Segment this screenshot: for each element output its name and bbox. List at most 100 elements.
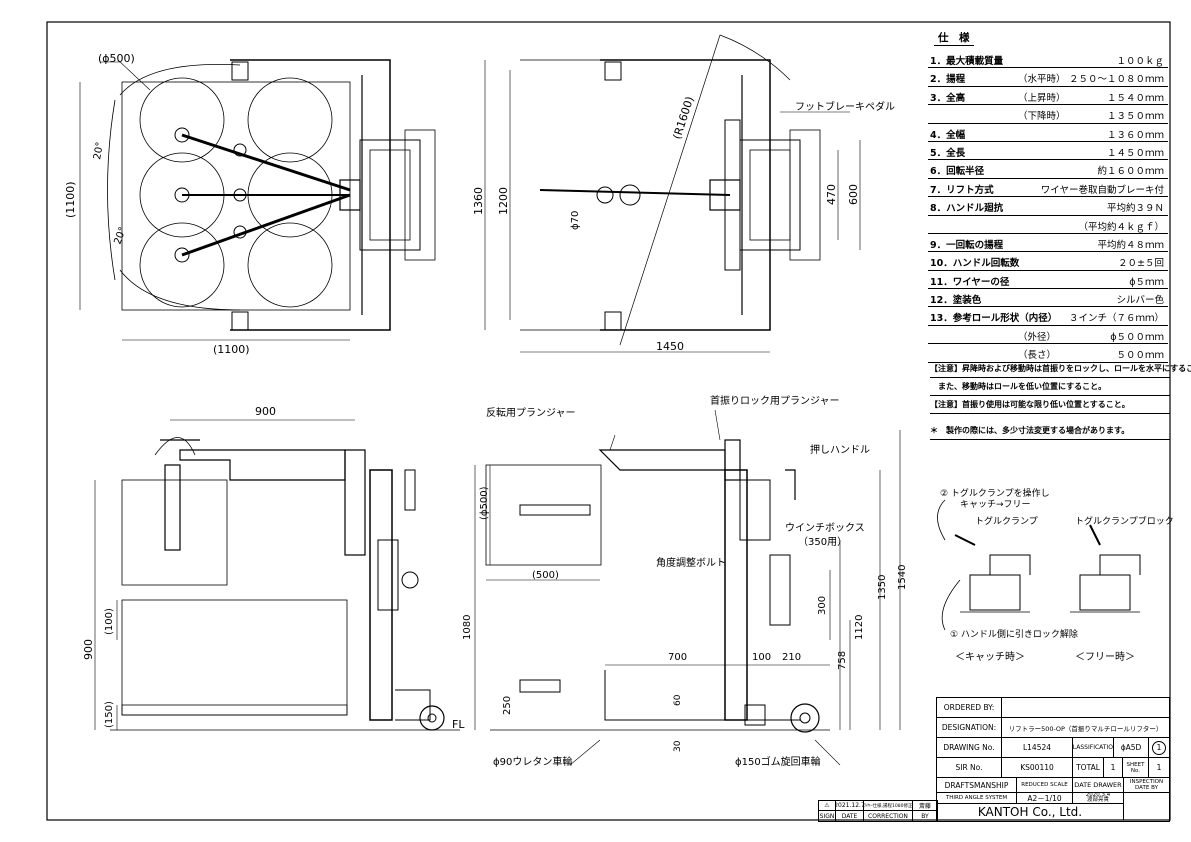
- spec-row: 6．回転半径約１６００ｍｍ: [928, 160, 1168, 179]
- date-value: 2020.3.4: [1085, 793, 1111, 798]
- sir-no-label: SIR No.: [937, 758, 1002, 778]
- dim-1080: 1080: [462, 615, 473, 640]
- top-view-base-frame: [484, 34, 861, 353]
- sheet-no-value: 1: [1149, 758, 1169, 778]
- spec-item-value: ϕ５ｍｍ: [1129, 276, 1164, 288]
- dim-roll-dia-top: (ϕ500): [98, 52, 135, 65]
- ordered-by-label: ORDERED BY:: [937, 698, 1002, 718]
- drawing-no-value: L14524: [1002, 738, 1073, 758]
- spec-row: （下降時）１３５０ｍｍ: [928, 105, 1168, 124]
- spec-item-condition: （上昇時）: [1018, 92, 1066, 104]
- spec-item-value: １３６０ｍｍ: [1106, 129, 1164, 141]
- dim-150: (150): [104, 701, 115, 728]
- spec-item-name: 4．全幅: [930, 129, 966, 141]
- spec-item-name: 12．塗装色: [930, 295, 982, 307]
- spec-row: 8．ハンドル廻抗 平均約３９Ｎ: [928, 197, 1168, 216]
- clamp-label: トグルクランプ: [975, 515, 1038, 527]
- dim-radius: (R1600): [670, 95, 696, 141]
- spec-row: （平均約４ｋｇｆ）: [928, 216, 1168, 234]
- spec-item-value: １５４０ｍｍ: [1106, 92, 1164, 104]
- top-view-roll-frame: [79, 59, 436, 341]
- spec-item-value: １００ｋｇ: [1116, 56, 1164, 67]
- spec-item-value: ５００ｍｍ: [1116, 350, 1164, 362]
- label-wheel-front: ϕ90ウレタン車輪: [493, 755, 572, 768]
- label-angle-bolt: 角度調整ボルト: [656, 556, 726, 569]
- spec-item-name: 2．揚程: [930, 74, 966, 86]
- inspection-label: INSPECTION DATE BY: [1124, 778, 1169, 793]
- dim-shaft-70: ϕ70: [570, 211, 581, 230]
- date-drawer-label: DATE DRAWER: [1073, 778, 1124, 793]
- dim-60: 60: [673, 694, 683, 706]
- spec-row: 4．全幅 １３６０ｍｍ: [928, 124, 1168, 142]
- side-view-right: [474, 409, 901, 766]
- drawer-value: 渡部亮貴: [1086, 797, 1109, 803]
- spec-item-value: ２０±５回: [1118, 258, 1164, 270]
- spec-item-value: 平均約３９Ｎ: [1106, 203, 1164, 215]
- spec-row: 7．リフト方式ワイヤー巻取自動ブレーキ付: [928, 179, 1168, 198]
- label-flip-plunger: 反転用プランジャー: [486, 407, 576, 419]
- spec-item-condition: （外径）: [1018, 331, 1057, 343]
- draftsmanship-label: DRAFTSMANSHIP: [937, 778, 1017, 793]
- dim-758: 758: [837, 651, 848, 670]
- label-winch-box: ウインチボックス: [785, 522, 865, 534]
- sheet-circle-number: 1: [1152, 740, 1166, 755]
- rev-correction-header: CORRECTION: [864, 811, 913, 821]
- note-2: また、移動時はロールを低い位置にすること。: [930, 378, 1170, 396]
- dim-100b: 100: [752, 652, 771, 663]
- spec-item-name: 6．回転半径: [930, 166, 985, 178]
- designation-value: リフトラー500-OP（首振りマルチロールリフター）: [1002, 718, 1169, 738]
- rev-sign: ⚠: [819, 801, 836, 811]
- dim-roll-len: (500): [532, 570, 559, 581]
- note-3: 【注意】首振り使用は可能な限り低い位置とすること。: [930, 396, 1170, 414]
- notes: 【注意】昇降時および移動時は首振りをロックし、ロールを水平にすること。 また、移…: [930, 360, 1191, 440]
- clamp-block-label: トグルクランプブロック: [1075, 515, 1174, 527]
- label-push-handle: 押しハンドル: [810, 443, 870, 456]
- dim-250: 250: [502, 696, 513, 715]
- dim-30: 30: [673, 740, 683, 752]
- spec-row: （外径） ϕ５００ｍｍ: [928, 326, 1168, 345]
- dim-1540: 1540: [897, 565, 908, 590]
- dim-1350: 1350: [877, 575, 888, 600]
- drawing-no-label: DRAWING No.: [937, 738, 1002, 758]
- label-fl: FL: [452, 718, 465, 731]
- dim-width-1100: (1100): [213, 343, 250, 356]
- company-name: KANTOH Co., Ltd.: [937, 804, 1124, 820]
- spec-item-value: ϕ５００ｍｍ: [1110, 331, 1164, 343]
- dim-roll-dia-side: (ϕ500): [479, 486, 490, 520]
- system-label: THIRD ANGLE SYSTEM: [937, 793, 1017, 804]
- spec-item-condition: （水平時）: [1018, 74, 1066, 86]
- dim-angle-20a: 20°: [92, 141, 106, 160]
- drawing-border: [46, 21, 1171, 821]
- label-winch-size: （350用）: [798, 536, 847, 548]
- spec-item-condition: （長さ）: [1018, 350, 1057, 362]
- spec-item-name: 5．全長: [930, 147, 966, 159]
- spec-title: 仕 様: [934, 30, 974, 46]
- reduced-scale-label: REDUCED SCALE: [1017, 778, 1073, 793]
- clamp-step2: ② トグルクランプを操作し: [940, 487, 1050, 499]
- spec-row: （長さ） ５００ｍｍ: [928, 344, 1168, 363]
- dim-100: (100): [104, 608, 115, 635]
- dim-1120: 1120: [854, 615, 865, 640]
- dim-600: 600: [847, 184, 860, 205]
- rev-correction: ﾜｲﾔｰ仕様,揚程1080修正: [864, 801, 913, 811]
- dim-reach-900: 900: [255, 405, 276, 418]
- sheet-circle: 1: [1149, 738, 1169, 758]
- spec-item-name: 8．ハンドル廻抗: [930, 203, 1004, 215]
- spec-item-name: 13．参考ロール形状（内径）: [930, 313, 1058, 325]
- dim-210: 210: [782, 652, 801, 663]
- spec-item-name: 7．リフト方式: [930, 184, 994, 196]
- note-1: 【注意】昇降時および移動時は首振りをロックし、ロールを水平にすること。: [930, 360, 1191, 378]
- dim-300: 300: [817, 596, 828, 615]
- spec-item-value: ３インチ（７６ｍｍ）: [1068, 313, 1164, 325]
- dim-length-1450: 1450: [656, 340, 684, 353]
- dim-height-1100: (1100): [64, 181, 77, 218]
- inspection-value: [1124, 793, 1169, 820]
- clamp-step1: ① ハンドル側に引きロック解除: [950, 628, 1078, 640]
- classification-label: CLASSIFICATION: [1073, 738, 1114, 758]
- spec-item-value: １３５０ｍｍ: [1106, 111, 1164, 123]
- scale-value: A2－1/10: [1017, 793, 1073, 804]
- spec-item-name: 11．ワイヤーの径: [930, 276, 1010, 288]
